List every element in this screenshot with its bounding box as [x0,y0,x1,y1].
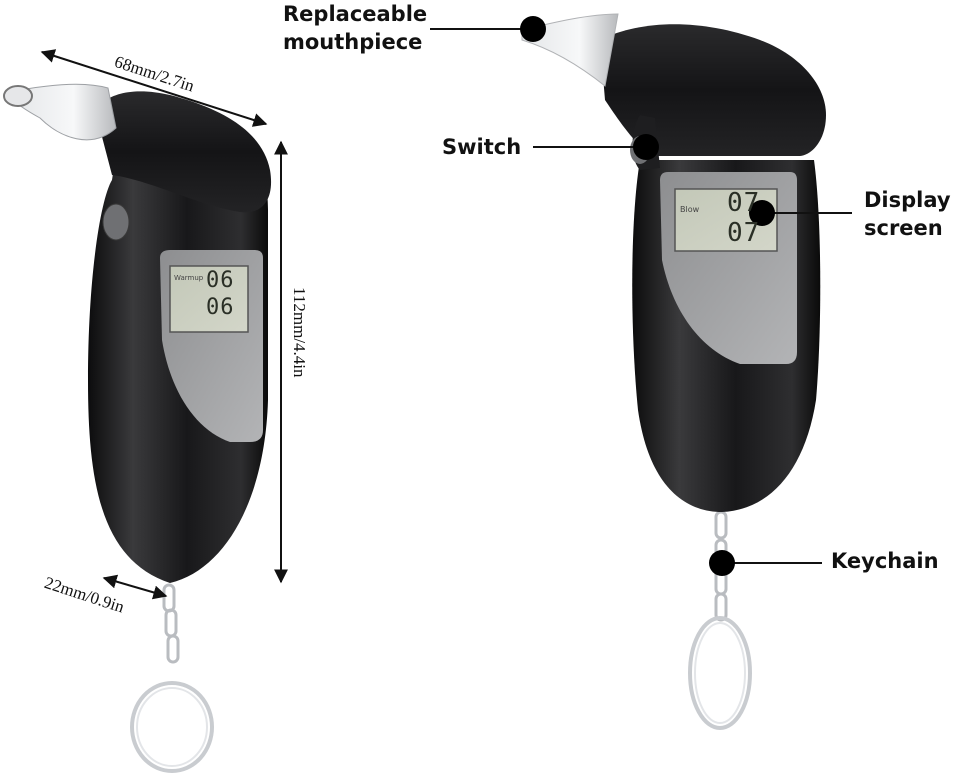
left-lcd-line2: 06 [206,295,235,320]
right-keychain-icon [688,510,752,730]
switch-label-text: Switch [442,135,522,159]
left-lcd-line1: 06 [206,268,235,293]
keychain-label-text: Keychain [831,549,939,573]
switch-callout-label: Switch [442,133,521,161]
mouthpiece-callout-dot [520,16,546,42]
right-lcd-status: Blow [680,205,700,214]
height-dimension-label: 112mm/4.4in [290,287,309,378]
display-callout-dot [749,200,775,226]
display-callout-label: Display screen [864,186,951,242]
display-label-line2: screen [864,216,943,240]
dimension-arrows [40,49,288,600]
keychain-callout-dot [709,550,735,576]
left-breathalyzer [3,83,272,773]
mouthpiece-label-line2: mouthpiece [283,30,423,54]
callout-leaders [430,28,852,564]
right-lcd-line2: 07 [727,218,761,248]
left-keychain-icon [130,583,214,773]
left-lcd-status: Warmup [174,274,204,282]
mouthpiece-label-line1: Replaceable [283,2,428,26]
mouthpiece-callout-label: Replaceable mouthpiece [283,0,427,56]
right-breathalyzer [521,13,826,730]
keychain-callout-label: Keychain [831,547,939,575]
display-label-line1: Display [864,188,951,212]
right-lcd-line1: 07 [727,188,761,218]
switch-callout-dot [633,134,659,160]
